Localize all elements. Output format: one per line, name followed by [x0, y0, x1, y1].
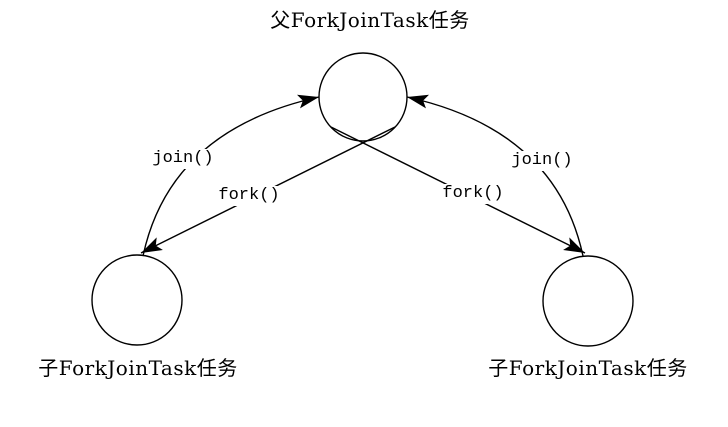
child-task-left-label: 子ForkJoinTask任务 [38, 356, 238, 380]
fork-label-right: fork() [441, 184, 505, 204]
join-edge-left [142, 94, 320, 257]
child-task-right-circle [542, 255, 634, 347]
join-label-right: join() [510, 151, 574, 171]
fork-label-left: fork() [217, 186, 281, 206]
child-task-right-label: 子ForkJoinTask任务 [488, 356, 688, 380]
join-label-left: join() [151, 149, 215, 169]
parent-task-label: 父ForkJoinTask任务 [270, 8, 470, 32]
child-task-left-circle [91, 254, 183, 346]
join-edge-right [406, 94, 584, 257]
